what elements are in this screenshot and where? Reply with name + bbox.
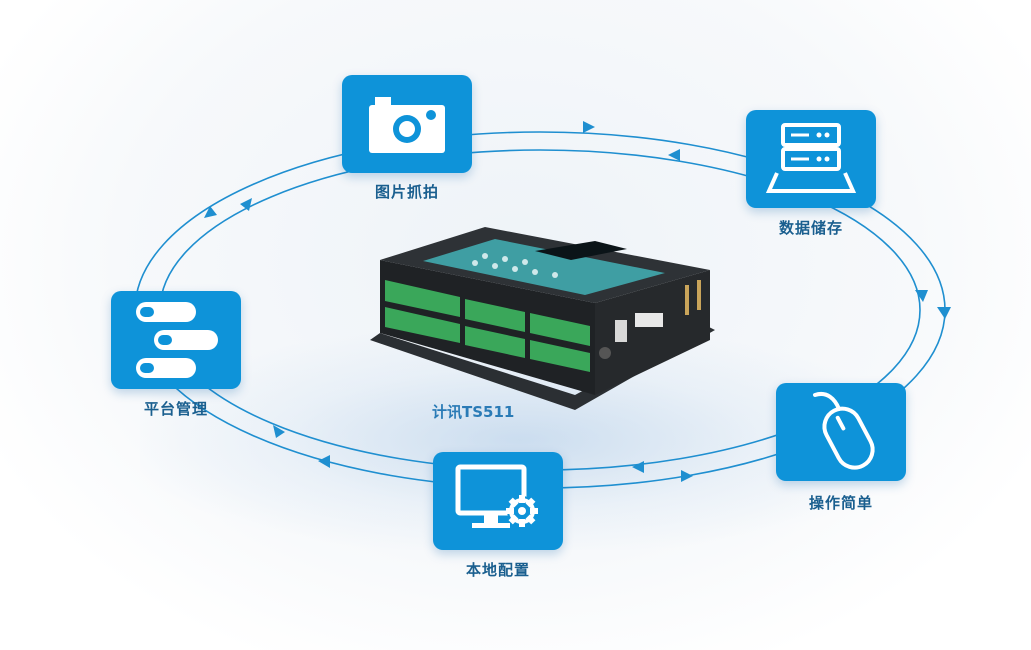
capture-tile (342, 75, 472, 173)
ts511-device-image (370, 227, 715, 410)
list-icon (136, 302, 218, 378)
platform-tile (111, 291, 241, 389)
operation-label: 操作简单 (808, 494, 873, 512)
arrow-left-upper (204, 206, 217, 218)
platform-label: 平台管理 (143, 400, 208, 418)
arrow-right-outer (937, 307, 951, 319)
arrow-right-inner (915, 290, 928, 302)
arrow-top-right (583, 121, 595, 133)
operation-tile (776, 383, 906, 481)
arrow-bottom-right (681, 470, 693, 482)
arrow-bottom-left-inner (273, 425, 285, 438)
storage-label: 数据储存 (778, 219, 843, 237)
arrow-bottom-right-inner (632, 461, 644, 473)
arrow-left-inner (240, 198, 252, 211)
arrow-top-inner (668, 149, 680, 161)
local-config-label: 本地配置 (465, 561, 530, 579)
device-label: 计讯TS511 (432, 403, 515, 421)
storage-tile (746, 110, 876, 208)
arrow-bottom-left (318, 455, 330, 468)
server-icon (765, 123, 857, 193)
monitor-gear-icon (455, 464, 538, 528)
mouse-icon (813, 392, 875, 470)
capture-label: 图片抓拍 (374, 183, 439, 201)
local-config-tile (433, 452, 563, 550)
camera-icon (369, 97, 445, 153)
